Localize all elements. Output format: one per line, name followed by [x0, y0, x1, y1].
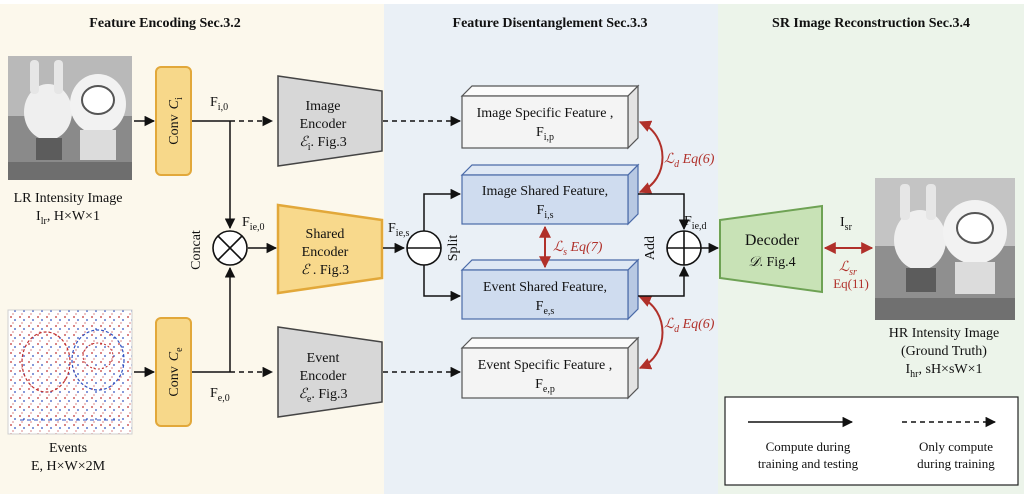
arrow-split-to-image-shared	[423, 188, 462, 231]
legend-dashed-line2: during training	[917, 456, 995, 471]
events-image	[7, 309, 133, 435]
image-encoder-line1: Image	[306, 99, 341, 114]
arrow-event-shared-to-add	[638, 265, 690, 297]
hr-image-subtitle: (Ground Truth)	[901, 344, 987, 359]
loss-arc-ld-bottom	[638, 295, 664, 370]
event-encoder-ref: ℰe. Fig.3	[298, 387, 347, 405]
conv-image-label: ConvCi	[167, 97, 185, 145]
image-encoder-ref: ℰi. Fig.3	[299, 135, 346, 153]
feature-f-ied: Fie,d	[684, 214, 707, 232]
events-dims: E, H×W×2M	[31, 459, 106, 474]
split-label: Split	[446, 235, 461, 262]
legend-solid-line1: Compute during	[766, 439, 851, 454]
image-shared-sym: Fi,s	[537, 203, 554, 221]
legend-solid-line2: training and testing	[758, 456, 859, 471]
lr-image-title: LR Intensity Image	[14, 191, 123, 206]
decoder-ref: 𝒟. Fig.4	[748, 255, 795, 270]
concat-label: Concat	[189, 230, 204, 270]
arrow-image-shared-to-add	[638, 193, 690, 231]
decoder	[719, 204, 823, 294]
event-shared-label: Event Shared Feature,	[483, 280, 607, 295]
feature-i-sr: Isr	[840, 215, 853, 233]
loss-arc-ld-top	[638, 120, 664, 194]
events-title: Events	[49, 441, 87, 456]
shared-encoder	[276, 203, 384, 295]
feature-f-ie0: Fie,0	[242, 215, 265, 233]
loss-sr-eq: Eq(11)	[833, 276, 869, 291]
image-shared-label: Image Shared Feature,	[482, 184, 608, 199]
loss-ls: ℒs Eq(7)	[553, 240, 603, 258]
hr-image-dims: Ihr, sH×sW×1	[905, 362, 982, 380]
event-specific-label: Event Specific Feature ,	[478, 358, 613, 373]
section-title-disentangle: Feature Disentanglement Sec.3.3	[453, 16, 648, 31]
conv-event-block	[155, 317, 192, 427]
event-shared-sym: Fe,s	[536, 299, 555, 317]
loss-sr: ℒsr	[839, 260, 857, 278]
add-operator	[666, 230, 702, 266]
lr-intensity-image	[8, 56, 132, 180]
section-title-encoding: Feature Encoding Sec.3.2	[89, 16, 240, 31]
legend-box	[724, 396, 1019, 486]
image-encoder-line2: Encoder	[300, 117, 347, 132]
event-specific-sym: Fe,p	[535, 377, 555, 395]
hr-intensity-image	[875, 178, 1015, 320]
event-specific-feature-box	[460, 336, 640, 400]
shared-encoder-line1: Shared	[306, 227, 345, 242]
loss-ld-top: ℒd Eq(6)	[664, 152, 715, 170]
decoder-line1: Decoder	[745, 232, 800, 249]
legend-dashed-line1: Only compute	[919, 439, 993, 454]
event-encoder-line1: Event	[307, 351, 340, 366]
conv-event-label: ConvCe	[167, 347, 185, 397]
image-specific-feature-box	[460, 84, 640, 150]
image-encoder	[277, 75, 383, 167]
conv-image-block	[155, 66, 192, 176]
lr-image-dims: Ilr, H×W×1	[36, 209, 100, 227]
loss-ld-bottom: ℒd Eq(6)	[664, 317, 715, 335]
feature-f-ies: Fie,s	[388, 221, 410, 239]
image-specific-sym: Fi,p	[536, 125, 554, 143]
event-encoder	[277, 326, 383, 418]
shared-encoder-ref: ℰ . Fig.3	[301, 263, 349, 278]
split-operator	[406, 230, 442, 266]
arrow-split-to-event-shared	[423, 265, 462, 302]
feature-f-i0: Fi,0	[210, 95, 228, 113]
hr-image-title: HR Intensity Image	[889, 326, 999, 341]
shared-encoder-line2: Encoder	[302, 245, 349, 260]
event-encoder-line2: Encoder	[300, 369, 347, 384]
image-shared-feature-box	[460, 163, 640, 226]
image-specific-label: Image Specific Feature ,	[477, 106, 614, 121]
add-label: Add	[643, 236, 658, 260]
concat-operator	[212, 230, 248, 266]
section-title-reconstruction: SR Image Reconstruction Sec.3.4	[772, 16, 970, 31]
feature-f-e0: Fe,0	[210, 386, 230, 404]
